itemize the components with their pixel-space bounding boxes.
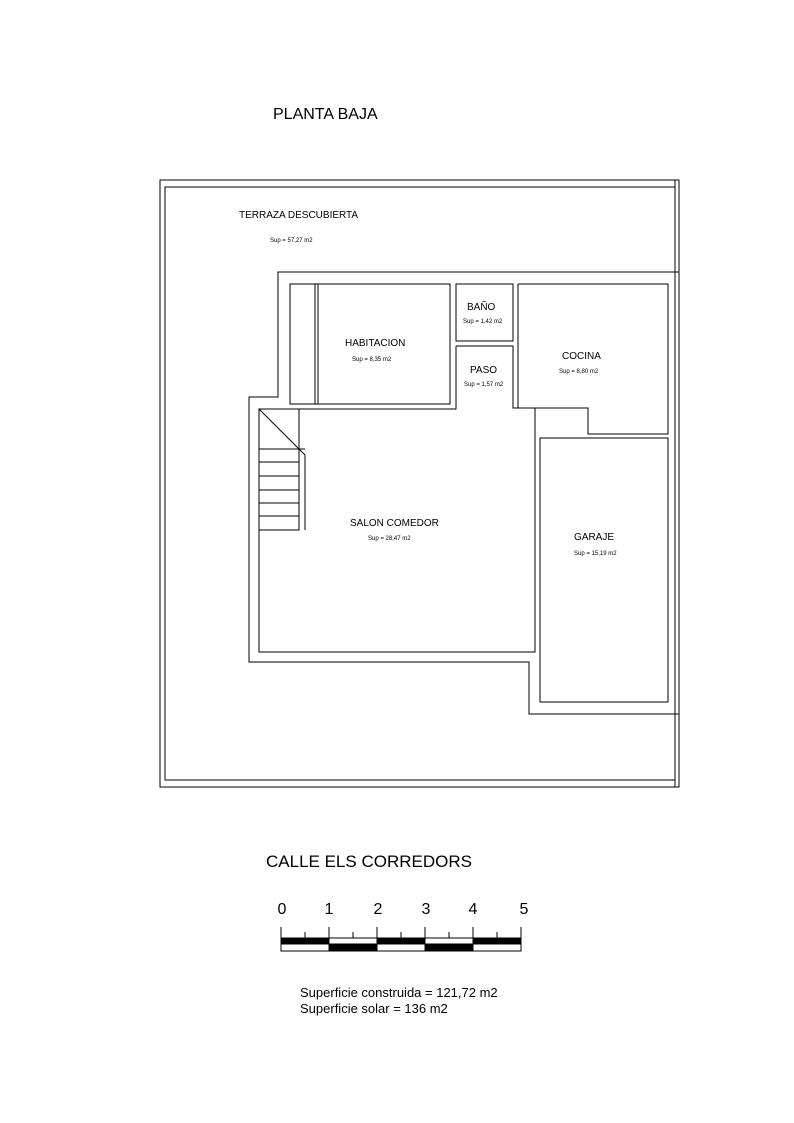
- garaje-label: GARAJE: [574, 532, 615, 543]
- scale-label-0: 0: [277, 901, 287, 918]
- salon-comedor-room: [258, 345, 536, 653]
- bano-area: Sup = 1,42 m2: [463, 319, 503, 325]
- salon-label: SALON COMEDOR: [350, 518, 439, 529]
- habitacion-room: [289, 283, 451, 405]
- scale-label-3: 3: [421, 901, 431, 918]
- paso-label: PASO: [470, 365, 498, 376]
- scale-label-5: 5: [519, 901, 529, 918]
- plot-outer-boundary: [159, 179, 680, 788]
- terraza-area: Sup = 57,27 m2: [270, 238, 313, 244]
- scale-label-4: 4: [468, 901, 478, 918]
- scale-label-1: 1: [324, 901, 334, 918]
- habitacion-area: Sup = 8,35 m2: [352, 357, 392, 363]
- scale-label-2: 2: [373, 901, 383, 918]
- bano-label: BAÑO: [467, 302, 496, 313]
- scale-bar: [280, 927, 522, 952]
- garaje-area: Sup = 15,19 m2: [574, 551, 617, 557]
- house-outer-wall: [248, 271, 679, 715]
- street-name: CALLE ELS CORREDORS: [266, 852, 472, 871]
- stairs: [258, 408, 306, 531]
- cocina-label: COCINA: [562, 351, 601, 362]
- plot-surface: Superficie solar = 136 m2: [300, 1001, 448, 1016]
- garaje-room: [539, 437, 669, 703]
- salon-area: Sup = 28,47 m2: [368, 536, 411, 542]
- habitacion-label: HABITACION: [345, 338, 406, 349]
- plan-title: PLANTA BAJA: [273, 106, 378, 123]
- cocina-area: Sup = 8,80 m2: [559, 369, 599, 375]
- plot-inner-boundary: [164, 186, 676, 781]
- bano-room: [455, 283, 514, 342]
- terraza-label: TERRAZA DESCUBIERTA: [239, 210, 359, 221]
- built-surface: Superficie construida = 121,72 m2: [300, 985, 498, 1000]
- surface-summary: Superficie construida = 121,72 m2 Superf…: [300, 985, 498, 1017]
- paso-area: Sup = 1,57 m2: [464, 382, 504, 388]
